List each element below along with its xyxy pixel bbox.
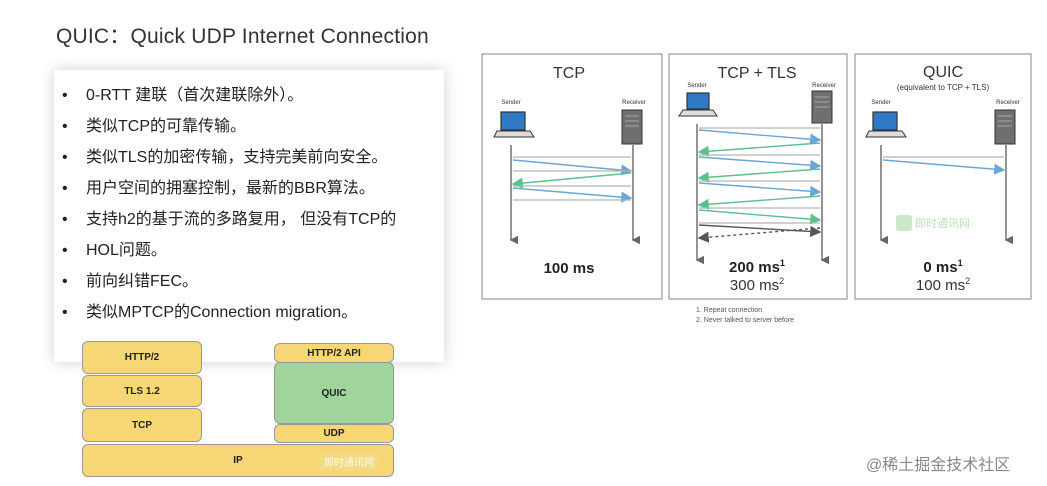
laptop-icon [678,92,718,117]
feature-item: 类似TLS的加密传输，支持完美前向安全。 [62,142,444,173]
panel-title: TCP [553,65,585,82]
panel-title: QUIC [923,64,963,81]
message-arrow [698,129,822,145]
stack-http2: HTTP/2 [82,341,202,374]
receiver-label: Receiver [812,83,836,89]
latency-label-secondary: 300 ms2 [730,276,784,294]
latency-label: 100 ms [544,260,595,277]
feature-item: 类似MPTCP的Connection migration。 [62,297,444,328]
message-arrow [512,159,633,176]
feature-item: 前向纠错FEC。 [62,266,444,297]
panel-tcp: TCP Sender Receiver 100 ms [481,53,663,300]
message-arrow [698,182,822,197]
server-icon [994,109,1016,145]
feature-item-continuation: HOL问题。 [62,235,444,266]
receiver-label: Receiver [622,100,646,106]
message-arrow [511,172,632,189]
stack-tls: TLS 1.2 [82,375,202,407]
sender-label: Sender [871,100,890,106]
message-arrow [697,142,821,157]
panel-tcp-tls: TCP + TLS Sender Receiver 200 ms1 300 ms… [668,53,848,300]
stack-watermark: 即时通讯网 [320,453,378,470]
footer-watermark: @稀土掘金技术社区 [866,457,1011,474]
sender-label: Sender [687,83,706,89]
panel-quic: QUIC (equivalent to TCP + TLS) Sender Re… [854,53,1032,300]
stack-tcp: TCP [82,408,202,442]
message-arrow [698,209,822,225]
message-arrow [697,195,821,210]
feature-item: 用户空间的拥塞控制，最新的BBR算法。 [62,173,444,204]
message-arrow [697,227,821,243]
latency-label: 200 ms1 [729,258,785,276]
laptop-icon [865,111,907,138]
footnote: 2. Never talked to server before [696,317,794,324]
feature-item: 支持h2的基于流的多路复用， 但没有TCP的 [62,204,444,235]
server-icon [811,90,833,124]
sender-label: Sender [501,100,520,106]
laptop-icon [493,111,535,138]
message-arrow [698,156,822,171]
server-icon [621,109,643,145]
stack-quic: QUIC [274,362,394,424]
feature-list-card: 0-RTT 建联（首次建联除外）。 类似TCP的可靠传输。 类似TLS的加密传输… [54,70,444,362]
feature-item: 0-RTT 建联（首次建联除外）。 [62,80,444,111]
message-arrow [512,187,633,203]
stack-udp: UDP [274,424,394,443]
watermark-logo [896,215,912,231]
feature-item: 类似TCP的可靠传输。 [62,111,444,142]
panel-watermark: 即时通讯网 [915,217,970,230]
panel-title: TCP + TLS [718,65,797,82]
latency-label-secondary: 100 ms2 [916,276,970,294]
message-arrow [698,224,822,238]
message-arrow [882,159,1006,175]
latency-label: 0 ms1 [923,258,962,276]
message-arrow [697,168,821,183]
footnote: 1. Repeat connection [696,307,762,314]
feature-list: 0-RTT 建联（首次建联除外）。 类似TCP的可靠传输。 类似TLS的加密传输… [54,70,444,328]
receiver-label: Receiver [996,100,1020,106]
panel-subtitle: (equivalent to TCP + TLS) [897,83,990,92]
page-title: QUIC：Quick UDP Internet Connection [56,25,429,48]
